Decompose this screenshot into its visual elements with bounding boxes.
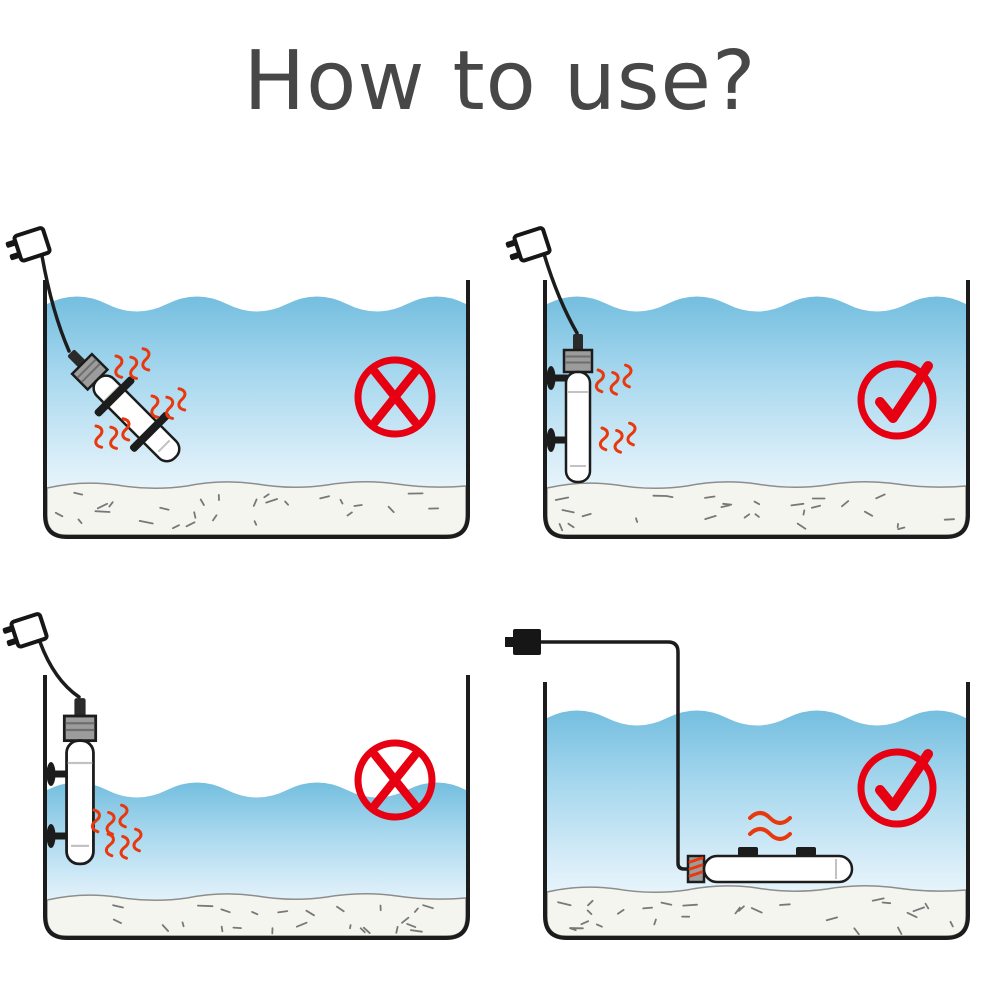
panel-bottom-right bbox=[500, 590, 1000, 960]
heat-waves-icon bbox=[748, 811, 792, 841]
panel-top-left bbox=[0, 200, 500, 560]
gravel-bed bbox=[46, 480, 467, 536]
gravel-speckles bbox=[54, 491, 440, 530]
aquarium-tank bbox=[543, 682, 970, 940]
heater-vertical bbox=[562, 332, 594, 484]
power-cord bbox=[38, 640, 81, 699]
water bbox=[47, 296, 466, 535]
power-plug-icon bbox=[502, 225, 553, 267]
water bbox=[547, 710, 966, 936]
tank-glass-outline bbox=[543, 682, 970, 940]
heater-horizontal bbox=[686, 847, 854, 884]
power-cord bbox=[539, 640, 692, 871]
power-cord bbox=[542, 252, 579, 335]
gravel-speckles bbox=[112, 904, 434, 935]
heater-tilted bbox=[59, 341, 187, 469]
power-cord bbox=[40, 254, 71, 353]
page-title: How to use? bbox=[243, 34, 757, 129]
tank-glass-outline bbox=[43, 675, 470, 940]
illustration-vertical-heater bbox=[502, 225, 970, 539]
aquarium-tank bbox=[43, 280, 470, 539]
illustration-tilted-heater bbox=[2, 225, 470, 539]
gravel-speckles bbox=[554, 493, 955, 532]
power-plug-icon bbox=[505, 629, 541, 655]
water bbox=[547, 296, 966, 535]
aquarium-tank bbox=[543, 280, 970, 539]
illustration-heater-above-water bbox=[0, 611, 470, 940]
panel-bottom-left bbox=[0, 590, 500, 960]
gravel-speckles bbox=[557, 897, 954, 936]
tank-glass-outline bbox=[43, 280, 470, 539]
heater-vertical-exposed bbox=[62, 696, 98, 866]
illustration-horizontal-heater bbox=[505, 629, 970, 940]
aquarium-tank bbox=[43, 675, 470, 940]
panel-top-right bbox=[500, 200, 1000, 560]
tank-glass-outline bbox=[543, 280, 970, 539]
